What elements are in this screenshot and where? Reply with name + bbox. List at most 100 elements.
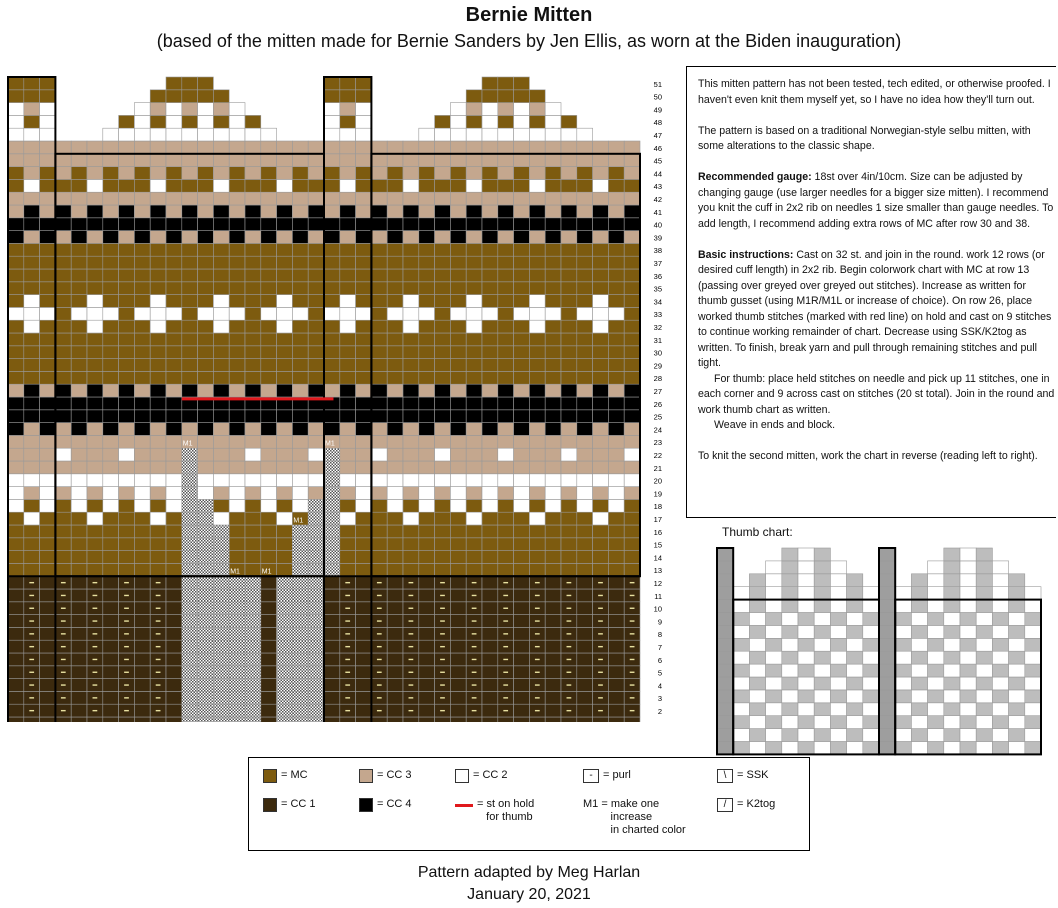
chart-cell <box>23 499 40 513</box>
chart-cell <box>260 524 277 539</box>
chart-cell <box>165 588 183 603</box>
thumb-cell <box>813 625 831 639</box>
chart-cell <box>23 307 40 321</box>
k2tog-swatch: / <box>717 798 733 812</box>
chart-cell <box>102 217 119 231</box>
chart-cell <box>55 409 72 423</box>
thumb-cell <box>878 663 896 678</box>
row-number: 30 <box>654 349 662 358</box>
legend-cc1: = CC 1 <box>263 798 316 812</box>
chart-cell <box>213 179 230 193</box>
chart-cell <box>70 550 88 564</box>
chart-cell <box>23 204 40 219</box>
chart-cell <box>339 307 356 321</box>
chart-cell <box>39 486 56 500</box>
chart-cell <box>276 691 293 705</box>
chart-cell <box>165 204 183 219</box>
thumb-cell <box>878 741 896 755</box>
chart-cell <box>465 191 483 206</box>
purl-mark <box>408 594 414 597</box>
chart-cell <box>102 473 119 487</box>
chart-cell <box>402 537 420 551</box>
thumb-cell <box>927 560 945 575</box>
chart-cell <box>165 409 183 423</box>
chart-cell <box>134 409 151 423</box>
chart-cell <box>576 601 593 615</box>
thumb-cell <box>732 586 750 600</box>
chart-cell <box>608 307 625 321</box>
chart-cell <box>197 332 214 347</box>
chart-cell <box>623 204 641 219</box>
purl-mark <box>29 581 35 584</box>
chart-cell <box>134 588 151 603</box>
chart-cell <box>276 588 293 603</box>
chart-cell <box>560 319 578 334</box>
thumb-cell <box>959 663 977 678</box>
thumb-cell <box>911 650 928 665</box>
chart-cell <box>260 614 277 628</box>
m1-marker: M1 <box>309 479 319 486</box>
chart-cell <box>576 383 593 398</box>
chart-cell <box>560 716 578 722</box>
purl-mark <box>345 658 351 661</box>
chart-cell <box>70 383 88 398</box>
thumb-cell <box>1024 702 1042 716</box>
chart-cell <box>118 294 135 308</box>
chart-cell <box>371 422 388 436</box>
chart-cell <box>323 383 341 398</box>
purl-mark <box>566 658 572 661</box>
chart-cell <box>134 486 151 500</box>
thumb-cell <box>992 650 1009 665</box>
chart-cell <box>434 191 451 206</box>
thumb-cell <box>781 663 799 678</box>
chart-cell <box>497 102 514 116</box>
legend-m1: M1 = make one increase in charted color <box>583 798 686 837</box>
purl-mark <box>440 633 445 635</box>
thumb-cell <box>894 612 912 626</box>
chart-cell <box>465 307 483 321</box>
chart-cell <box>355 627 372 641</box>
thumb-cell <box>878 728 896 742</box>
chart-cell <box>181 511 198 526</box>
chart-cell <box>260 307 277 321</box>
chart-cell <box>70 319 88 334</box>
chart-cell <box>323 639 341 654</box>
chart-cell <box>560 166 578 180</box>
chart-cell <box>276 460 293 475</box>
chart-cell <box>276 537 293 551</box>
chart-cell <box>134 435 151 449</box>
chart-cell <box>165 703 183 718</box>
chart-cell <box>307 524 325 539</box>
chart-cell <box>276 614 293 628</box>
chart-cell <box>118 268 135 283</box>
chart-cell <box>592 332 609 347</box>
chart-cell <box>481 166 499 180</box>
chart-cell <box>497 345 514 359</box>
chart-cell <box>560 422 578 436</box>
chart-cell <box>481 332 499 347</box>
row-number: 46 <box>654 144 662 153</box>
legend-k2tog-label: = K2tog <box>737 798 776 810</box>
chart-cell <box>529 537 546 551</box>
thumb-cell <box>975 715 993 729</box>
chart-cell <box>134 140 151 155</box>
chart-cell <box>371 281 388 295</box>
chart-cell <box>497 396 514 411</box>
purl-mark <box>598 607 603 609</box>
thumb-cell <box>716 663 734 678</box>
chart-cell <box>165 89 183 103</box>
chart-cell <box>165 396 183 411</box>
chart-cell <box>165 511 183 526</box>
thumb-cell <box>894 728 912 742</box>
chart-cell <box>134 294 151 308</box>
chart-cell <box>560 499 578 513</box>
row-number: 22 <box>654 451 662 460</box>
chart-cell <box>197 639 214 654</box>
chart-cell <box>70 588 88 603</box>
chart-cell <box>197 191 214 206</box>
chart-cell <box>228 179 246 193</box>
chart-cell <box>513 255 530 270</box>
chart-cell <box>450 665 467 679</box>
chart-cell <box>560 460 578 475</box>
chart-cell <box>323 191 341 206</box>
